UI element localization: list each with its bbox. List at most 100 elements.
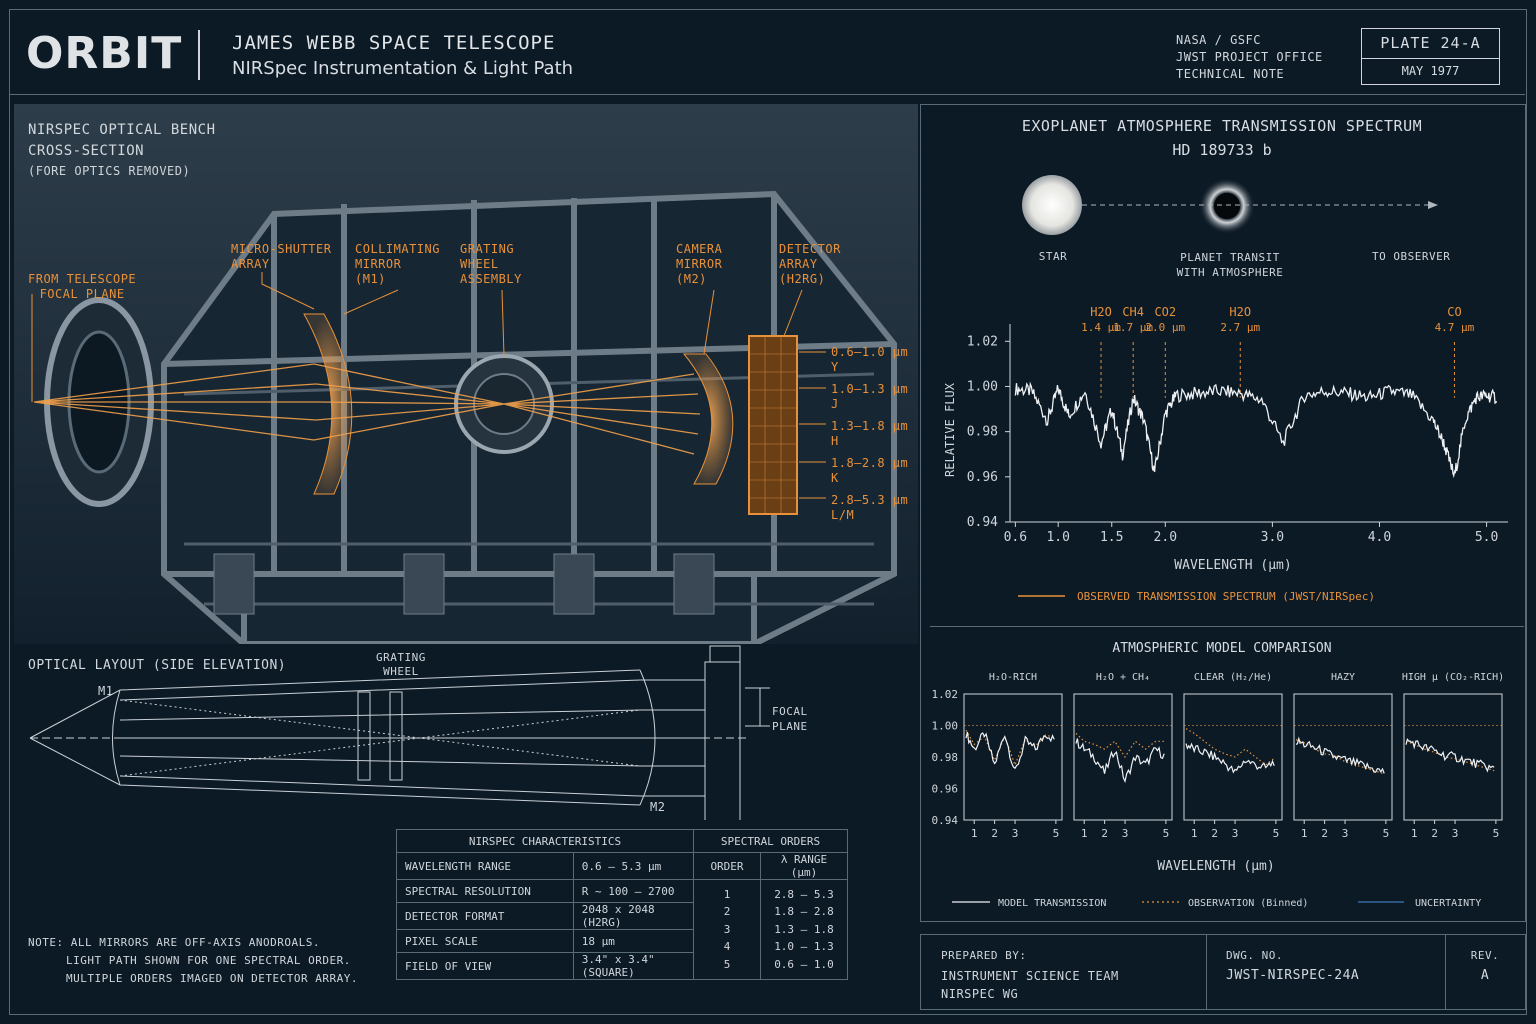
prepared-line: NIRSPEC WG [941,987,1019,1001]
label-line: FOCAL PLANE [39,287,125,301]
star-icon [1022,175,1082,235]
char-value: 0.6 – 5.3 µm [572,852,695,880]
order-range: 2.8 – 5.3 [774,887,834,901]
feature-wavelength: 1.7 µm [1113,321,1153,334]
band-range: 0.6–1.0 µm [831,345,909,359]
legend-observation: OBSERVATION (Binned) [1188,898,1308,909]
transit-diagram [1022,175,1438,235]
char-key: FIELD OF VIEW [396,952,574,980]
label-star: STAR [1038,250,1068,263]
label-line: (M1) [355,272,386,286]
agency-line: NASA / GSFC [1176,33,1261,47]
label-detector-array: DETECTOR ARRAY (H2RG) [779,242,841,287]
label-collimating-mirror: COLLIMATING MIRROR (M1) [355,242,440,287]
order-ranges: 2.8 – 5.3 1.8 – 2.8 1.3 – 1.8 1.0 – 1.3 … [760,879,848,980]
band-range: 1.8–2.8 µm [831,456,909,470]
optical-layout-diagram [29,645,770,820]
x-tick-label: 5 [1493,827,1500,840]
panel-frame [1183,693,1283,821]
legend-model: MODEL TRANSMISSION [998,898,1106,909]
optical-bench-illustration [14,104,918,644]
label-from-telescope: FROM TELESCOPE FOCAL PLANE [28,272,136,302]
label-line: PLANET TRANSIT [1180,251,1280,264]
x-tick-label: 3 [1342,827,1349,840]
x-tick-label: 2 [1321,827,1328,840]
feature-wavelength: 2.0 µm [1145,321,1185,334]
x-tick-label: 5 [1273,827,1280,840]
label-line: DETECTOR [779,242,841,256]
label-line: COLLIMATING [355,242,440,256]
plate-number: PLATE 24-A [1362,29,1499,59]
char-key: SPECTRAL RESOLUTION [396,879,574,903]
feature-label: H2O [1229,305,1251,319]
feature-label: CO2 [1154,305,1176,319]
observation-line [1185,728,1275,766]
planet-icon [1214,193,1240,219]
label-line: GRATING [460,242,515,256]
logo: ORBIT [26,28,183,79]
model-line [1405,737,1495,773]
characteristics-table: NIRSPEC CHARACTERISTICS SPECTRAL ORDERS … [396,829,848,980]
x-tick-label: 1 [1081,827,1088,840]
panel-title: H₂O + CH₄ [1096,672,1150,683]
y-axis-label: RELATIVE FLUX [943,382,957,477]
transmission-target: HD 189733 b [1172,141,1272,159]
x-tick-label: 3.0 [1261,530,1284,545]
panel-title: HIGH µ (CO₂-RICH) [1402,672,1504,683]
band-range: 1.3–1.8 µm [831,419,909,433]
prepared-label: PREPARED BY: [941,949,1027,962]
label-line: WITH ATMOSPHERE [1176,266,1284,279]
rev-label: REV. [1470,949,1500,962]
sheet-border [9,9,1527,1015]
agency-line: TECHNICAL NOTE [1176,67,1285,81]
page-title: JAMES WEBB SPACE TELESCOPE [232,32,556,54]
x-tick-label: 5 [1383,827,1390,840]
orders-header-range: λ RANGE (µm) [760,852,848,880]
x-tick-label: 2 [1431,827,1438,840]
x-tick-label: 1.5 [1100,530,1123,545]
band-name: L/M [831,508,855,522]
order-number: 3 [723,922,731,936]
model-line [965,731,1055,770]
label-line: FOCAL [772,705,808,718]
spectrum-line [1014,381,1498,479]
feature-label: CO [1447,305,1461,319]
y-tick-label: 0.94 [932,814,959,827]
x-tick-label: 2 [991,827,998,840]
order-number: 5 [723,957,731,971]
model-line [1075,738,1165,784]
bench-title: NIRSPEC OPTICAL BENCH CROSS-SECTION [28,120,216,162]
characteristics-title: NIRSPEC CHARACTERISTICS [396,829,694,853]
order-numbers: 1 2 3 4 5 [693,879,761,980]
label-line: ARRAY [779,257,818,271]
panel-title: CLEAR (H₂/He) [1194,672,1272,683]
prepared-line: INSTRUMENT SCIENCE TEAM [941,969,1119,983]
x-tick-label: 1 [1411,827,1418,840]
y-tick-label: 1.00 [932,720,959,733]
feature-label: H2O [1090,305,1112,319]
orders-title: SPECTRAL ORDERS [693,829,848,853]
dwg-number: JWST-NIRSPEC-24A [1226,968,1360,983]
note-line: NOTE: ALL MIRRORS ARE OFF-AXIS ANODROALS… [28,936,321,949]
x-tick-label: 5 [1053,827,1060,840]
label-line: MICRO-SHUTTER [231,242,332,256]
panel-frame [963,693,1063,821]
x-tick-label: 3 [1232,827,1239,840]
char-value: 3.4" x 3.4" (SQUARE) [572,952,695,980]
label-line: WHEEL [460,257,499,271]
prepared-by: INSTRUMENT SCIENCE TEAM NIRSPEC WG [941,967,1119,1003]
feature-wavelength: 4.7 µm [1435,321,1475,334]
char-value: R ~ 100 – 2700 [572,879,695,903]
legend-uncertainty: UNCERTAINTY [1415,898,1481,909]
drawing-note: NOTE: ALL MIRRORS ARE OFF-AXIS ANODROALS… [28,934,358,988]
label-micro-shutter: MICRO-SHUTTER ARRAY [231,242,331,272]
orders-header-order: ORDER [693,852,761,880]
char-key: WAVELENGTH RANGE [396,852,574,880]
label-line: (H2RG) [779,272,826,286]
panel-title: HAZY [1331,672,1355,683]
label-layout-grating: GRATING WHEEL [376,651,426,679]
